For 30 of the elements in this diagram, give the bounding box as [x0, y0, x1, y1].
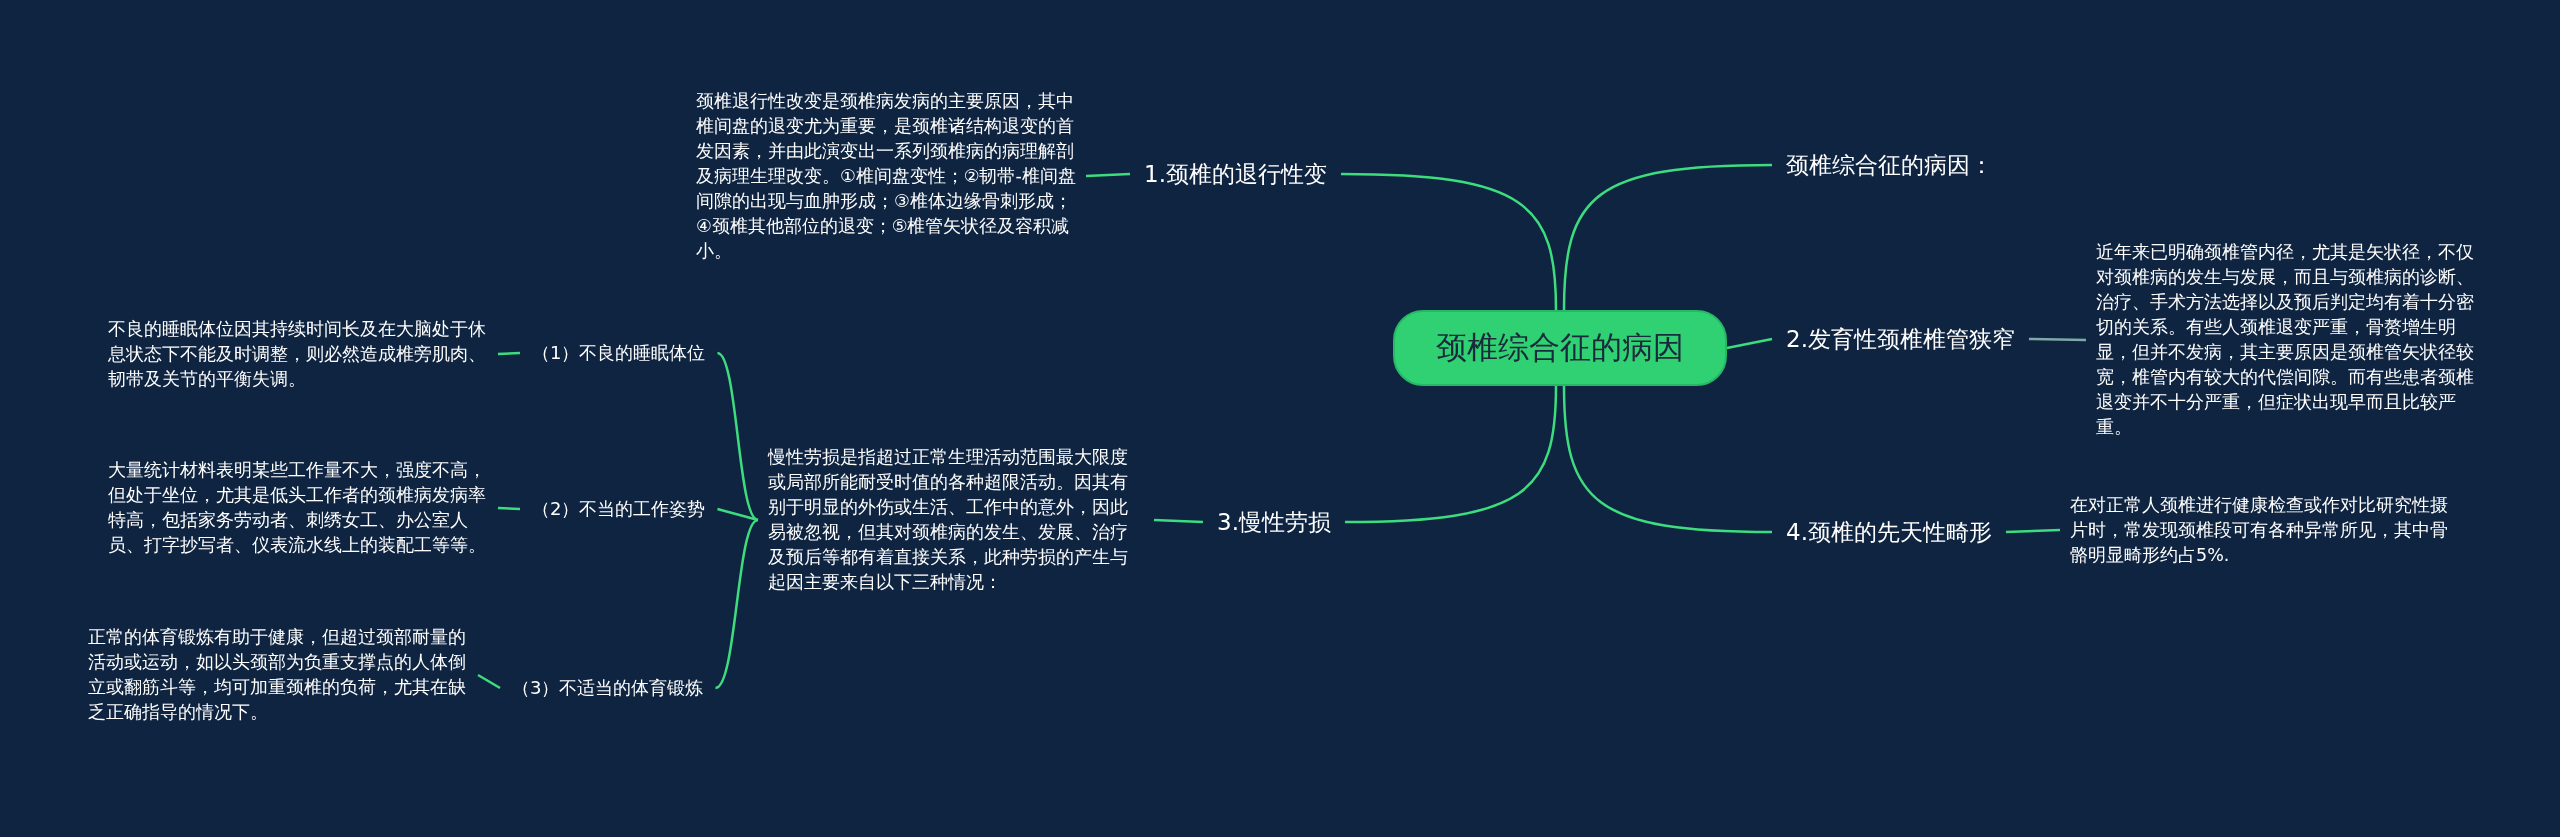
description-text: 慢性劳损是指超过正常生理活动范围最大限度或局部所能耐受时值的各种超限活动。因其有别于明显的外伤或生活、工作中的意外，因此易被忽视，但其对颈椎病的发生、发展、治疗及预后等都有着直接关系，此种劳损的产生与起因主要来自以下三种情况： — [758, 445, 1154, 595]
connector-line — [2005, 528, 2061, 534]
connector-line — [717, 507, 759, 522]
connector-line — [714, 518, 759, 690]
connector-line — [1726, 337, 1773, 350]
description-text: 大量统计材料表明某些工作量不大，强度不高，但处于坐位，尤其是低头工作者的颈椎病发病率特高，包括家务劳动者、刺绣女工、办公室人员、打字抄写者、仪表流水线上的装配工等等。 — [98, 458, 498, 558]
connector-line — [2028, 337, 2087, 342]
connector-line — [1085, 172, 1131, 178]
description-text: 正常的体育锻炼有助于健康，但超过颈部耐量的活动或运动，如以头颈部为负重支撑点的人体倒立或翻筋斗等，均可加重颈椎的负荷，尤其在缺乏正确指导的情况下。 — [78, 625, 478, 725]
central-topic-box: 颈椎综合征的病因 — [1393, 310, 1727, 386]
sub-branch-label: （3）不适当的体育锻炼 — [500, 676, 716, 700]
connector-line — [477, 673, 501, 690]
connector-line — [1153, 518, 1204, 524]
description-text: 颈椎退行性改变是颈椎病发病的主要原因，其中椎间盘的退变尤为重要，是颈椎诸结构退变的首发因素，并由此演变出一系列颈椎病的病理解剖及病理生理改变。①椎间盘变性；②韧带-椎间盘间隙的出现与血肿形成；③椎体边缘骨刺形成；④颈椎其他部位的退变；⑤椎管矢状径及容积减小。 — [686, 88, 1086, 264]
connector-line — [497, 506, 521, 511]
sub-branch-label: （2）不当的工作姿势 — [520, 497, 718, 521]
connector-line — [1344, 385, 1558, 524]
branch-label: 4.颈椎的先天性畸形 — [1772, 516, 2006, 548]
branch-label: 3.慢性劳损 — [1203, 506, 1345, 538]
branch-label: 1.颈椎的退行性变 — [1130, 158, 1341, 190]
description-text: 在对正常人颈椎进行健康检查或作对比研究性摄片时，常发现颈椎段可有各种异常所见，其中骨骼明显畸形约占5%. — [2060, 492, 2460, 568]
connector-line — [497, 351, 521, 356]
description-text: 不良的睡眠体位因其持续时间长及在大脑处于休息状态下不能及时调整，则必然造成椎旁肌肉、韧带及关节的平衡失调。 — [98, 316, 498, 392]
sub-branch-label: （1）不良的睡眠体位 — [520, 341, 718, 365]
connector-line — [1562, 385, 1772, 534]
description-text: 近年来已明确颈椎管内径，尤其是矢状径，不仅对颈椎病的发生与发展，而且与颈椎病的诊断、治疗、手术方法选择以及预后判定均有着十分密切的关系。有些人颈椎退变严重，骨赘增生明显，但并不发病，其主要原因是颈椎管矢状径较宽，椎管内有较大的代偿间隙。而有些患者颈椎退变并不十分严重，但症状出现早而且比较严重。 — [2086, 240, 2486, 440]
connector-line — [1562, 163, 1772, 311]
branch-label: 2.发育性颈椎椎管狭窄 — [1772, 323, 2029, 355]
connector-line — [1340, 172, 1558, 311]
branch-label: 颈椎综合征的病因： — [1772, 149, 2007, 181]
